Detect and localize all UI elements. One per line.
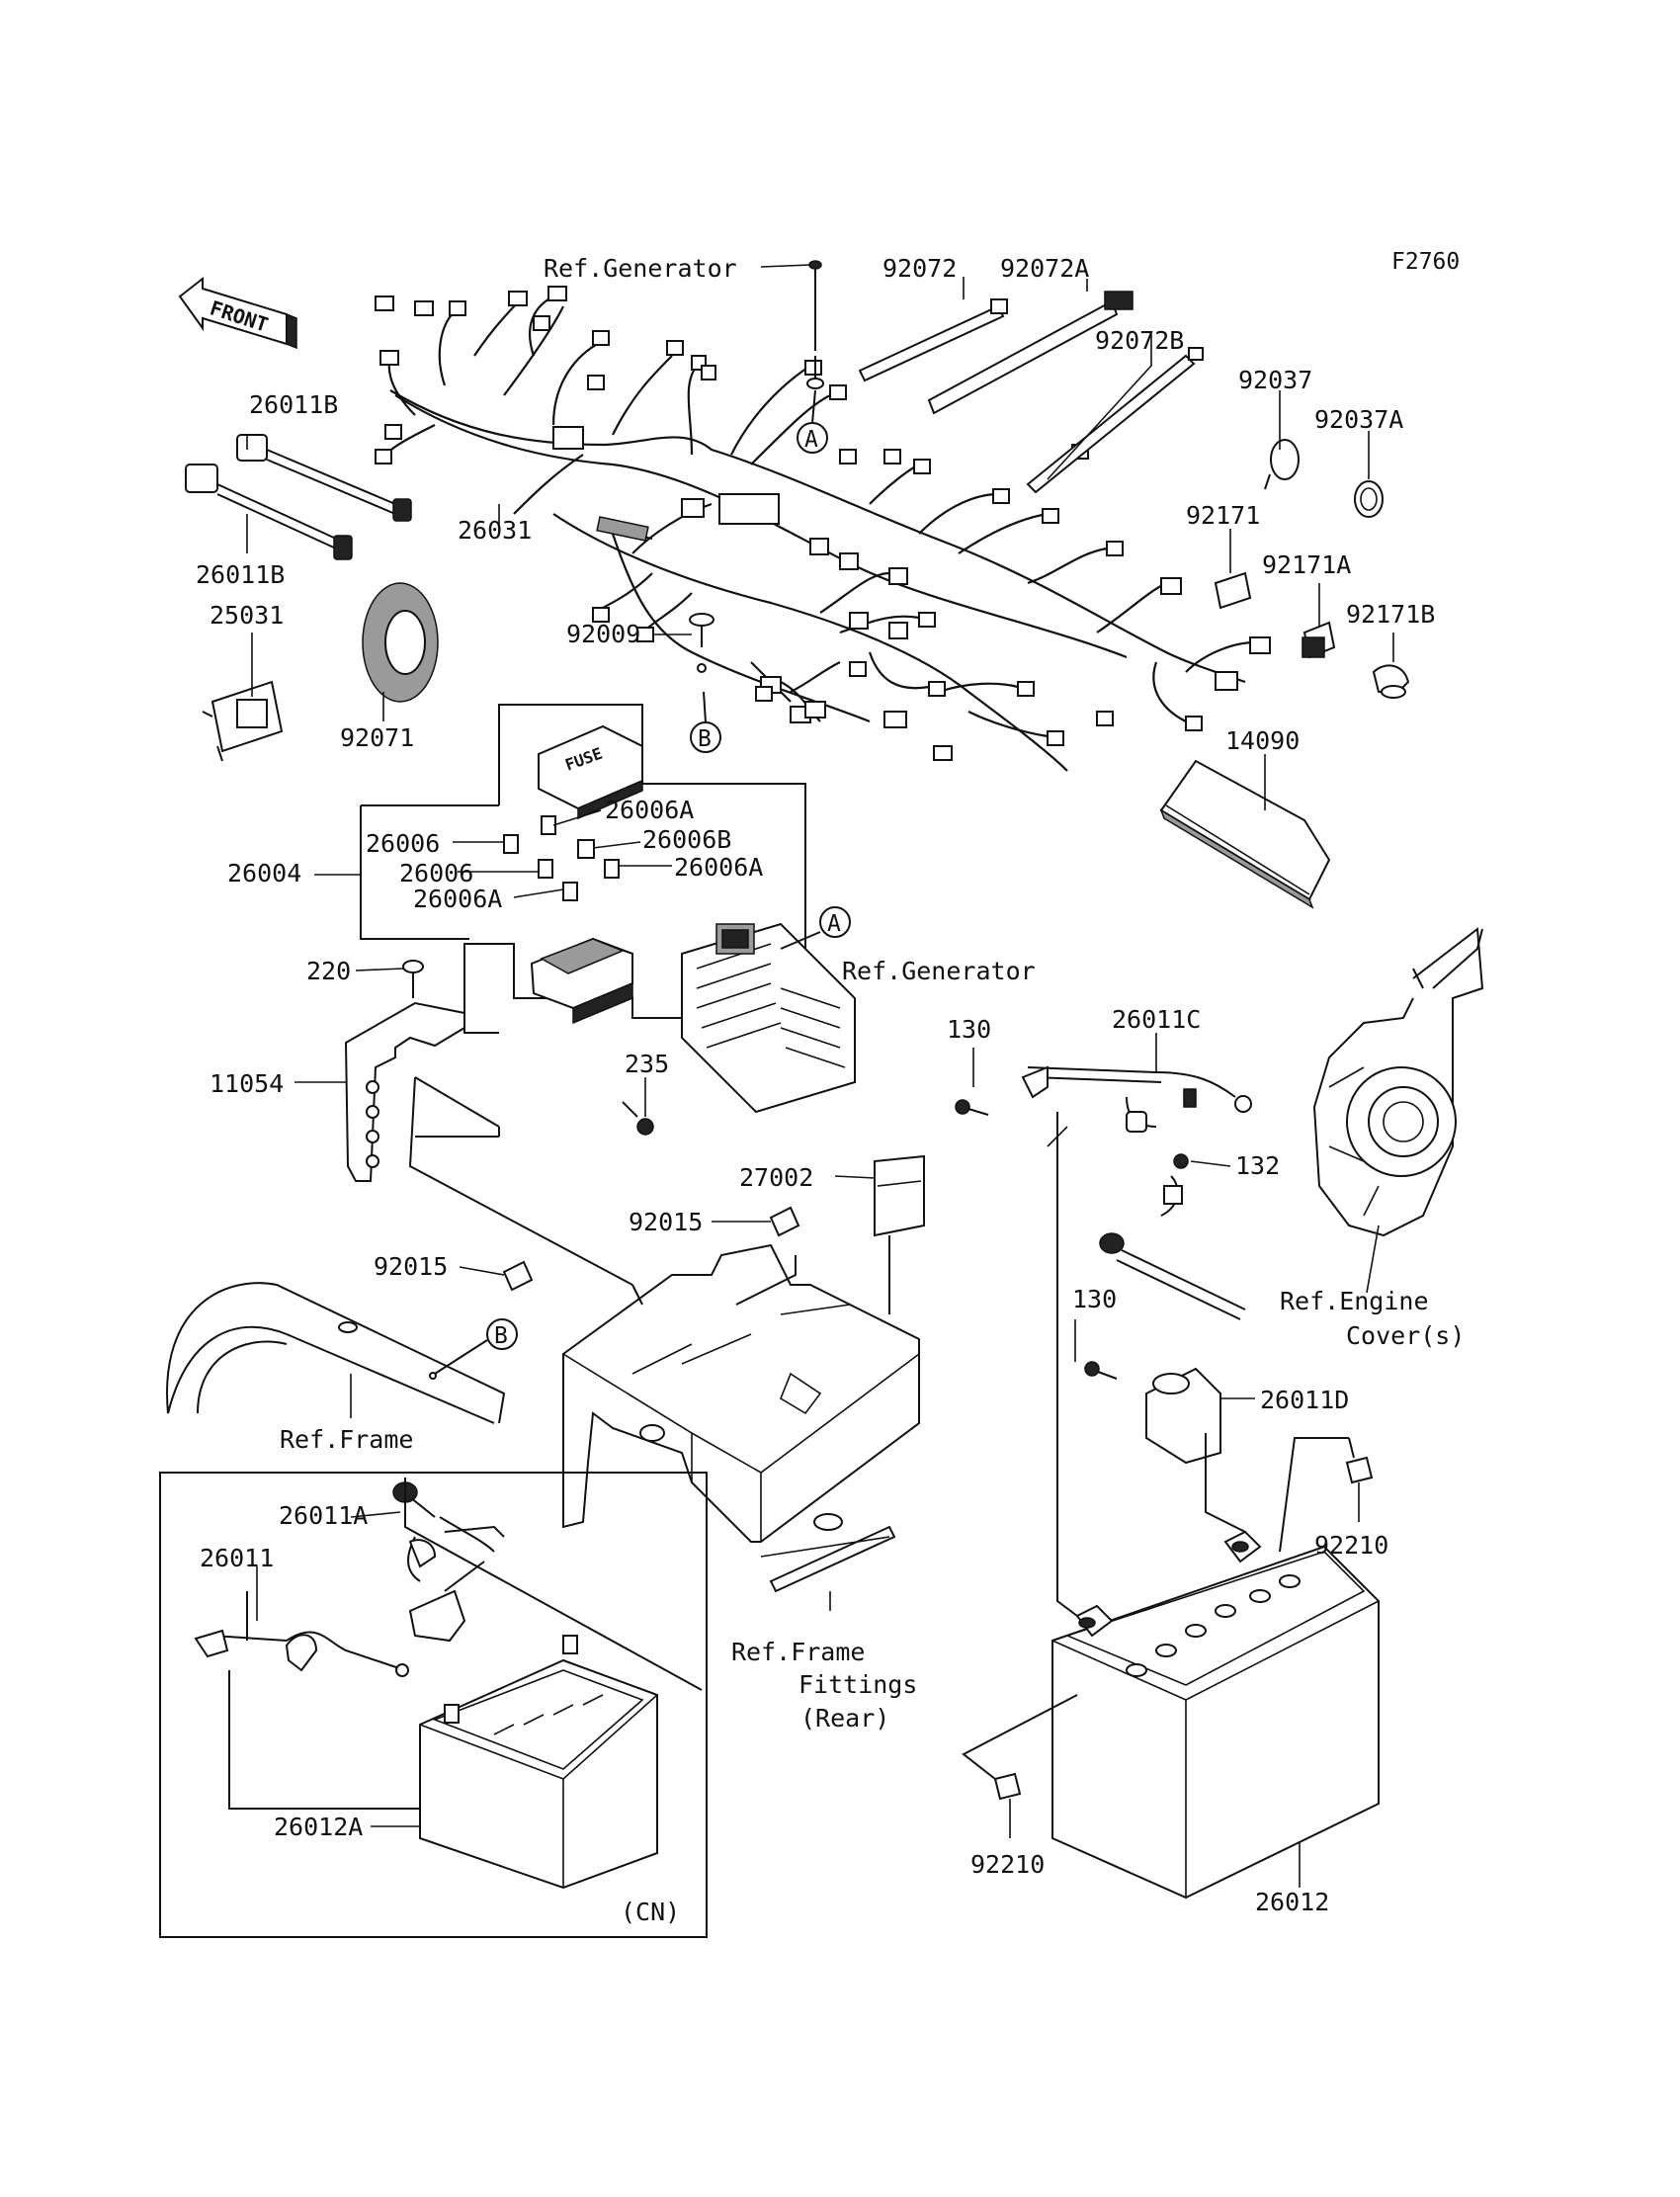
callout-a-mid: A [819, 906, 851, 938]
engine-cover-ref [1312, 927, 1484, 1237]
label-92015-b: 92015 [374, 1252, 448, 1281]
tie-strap-92072b [1026, 347, 1204, 494]
screw-235 [622, 1101, 654, 1136]
battery-26012 [1051, 1530, 1380, 1900]
ref-frame-label: Ref.Frame [280, 1425, 413, 1454]
label-26012a: 26012A [274, 1813, 363, 1841]
nut-92015-a [769, 1206, 800, 1237]
label-26006-2: 26006 [399, 859, 473, 887]
nut-92015-b [502, 1260, 534, 1292]
cn-inset [159, 1472, 708, 1938]
label-92037: 92037 [1238, 366, 1312, 394]
label-92210-b: 92210 [970, 1850, 1045, 1879]
svg-text:A: A [827, 911, 841, 937]
label-92072a: 92072A [1000, 254, 1089, 283]
front-arrow-icon: FRONT [178, 276, 297, 350]
svg-text:B: B [494, 1323, 508, 1349]
label-25031: 25031 [210, 601, 284, 630]
label-92037a: 92037A [1314, 405, 1403, 434]
label-92015-a: 92015 [629, 1208, 703, 1236]
tie-strap-92072 [858, 298, 1008, 382]
module-25031 [202, 680, 284, 762]
label-130-b: 130 [1072, 1285, 1117, 1313]
tie-strap-92072a [927, 291, 1134, 415]
label-92009: 92009 [566, 620, 640, 648]
label-26006a-1: 26006A [605, 796, 694, 824]
screw-92009 [689, 613, 714, 673]
label-220: 220 [306, 957, 351, 985]
label-26011d: 26011D [1260, 1386, 1349, 1414]
label-26004: 26004 [227, 859, 301, 887]
bracket-11054 [344, 1001, 465, 1182]
relay-27002 [874, 1154, 925, 1237]
sensor-26011b-top [236, 434, 412, 522]
wire-harness [375, 286, 1271, 772]
label-235: 235 [625, 1050, 669, 1078]
regulator-ref-generator [681, 922, 856, 1114]
label-26011b-top: 26011B [249, 390, 338, 419]
ref-generator-mid-label: Ref.Generator [842, 957, 1036, 985]
clamp-92037 [1264, 439, 1300, 490]
ref-frame-fittings-2: Fittings [798, 1670, 917, 1699]
label-92072b: 92072B [1095, 326, 1184, 355]
label-92171: 92171 [1186, 501, 1260, 530]
label-cn: (CN) [621, 1898, 680, 1926]
label-92171b: 92171B [1346, 600, 1435, 629]
label-26006-1: 26006 [366, 829, 440, 858]
part-labels: Ref.Generator 92072 92072A 92072B 92037 … [196, 254, 1465, 1926]
svg-text:A: A [804, 427, 818, 453]
ref-engine-label-1: Ref.Engine [1280, 1287, 1429, 1315]
frame-ref [166, 1282, 506, 1424]
label-leaders [246, 264, 1394, 1888]
label-11054: 11054 [210, 1069, 284, 1098]
ref-frame-fittings-1: Ref.Frame [731, 1638, 865, 1666]
clip-92171b [1372, 664, 1410, 699]
clamp-92037a [1354, 480, 1384, 518]
label-130-a: 130 [947, 1015, 991, 1044]
label-26006a-2: 26006A [674, 853, 763, 882]
label-26006a-3: 26006A [413, 885, 502, 913]
label-92072: 92072 [882, 254, 957, 283]
label-26011: 26011 [200, 1544, 274, 1572]
callout-b-top: B [690, 721, 721, 753]
cable-sensor-26011d [1099, 1175, 1246, 1465]
bolt-130-a [955, 1099, 989, 1116]
label-92171a: 92171A [1262, 550, 1351, 579]
grommet-92071 [362, 582, 439, 703]
clip-92171 [1214, 571, 1252, 610]
sensor-26011b-bottom [185, 464, 353, 560]
label-27002: 27002 [739, 1163, 813, 1192]
label-26011a: 26011A [279, 1501, 368, 1530]
bolt-132 [1173, 1153, 1189, 1169]
label-92071: 92071 [340, 723, 414, 752]
clip-92171a [1302, 621, 1336, 659]
label-26011c: 26011C [1112, 1005, 1201, 1034]
cover-14090 [1159, 759, 1331, 909]
battery-case [562, 1243, 920, 1593]
svg-text:B: B [698, 726, 712, 752]
label-26011b-bottom: 26011B [196, 560, 285, 589]
label-92210-a: 92210 [1314, 1531, 1388, 1560]
label-132: 132 [1235, 1151, 1280, 1180]
label-14090: 14090 [1225, 726, 1300, 755]
label-26006b: 26006B [642, 825, 731, 854]
bolt-ref-generator-top [806, 260, 824, 389]
leader-lines-right [962, 1112, 1355, 1780]
nut-92210-a [1345, 1456, 1374, 1484]
nut-92210-b [993, 1772, 1022, 1801]
cable-26011c [1021, 1065, 1252, 1133]
ref-generator-top-label: Ref.Generator [544, 254, 737, 283]
label-26012: 26012 [1255, 1888, 1329, 1916]
callout-a-top: A [797, 422, 828, 454]
ref-engine-label-2: Cover(s) [1346, 1321, 1465, 1350]
callout-b-mid: B [486, 1318, 518, 1350]
diagram-code: F2760 [1391, 249, 1460, 275]
fuse-box-group: FUSE [360, 704, 806, 1034]
bolt-130-b [1084, 1361, 1118, 1380]
label-26031: 26031 [458, 516, 532, 545]
ref-frame-fittings-3: (Rear) [800, 1704, 889, 1732]
leader-lines-middle [404, 1076, 890, 1691]
